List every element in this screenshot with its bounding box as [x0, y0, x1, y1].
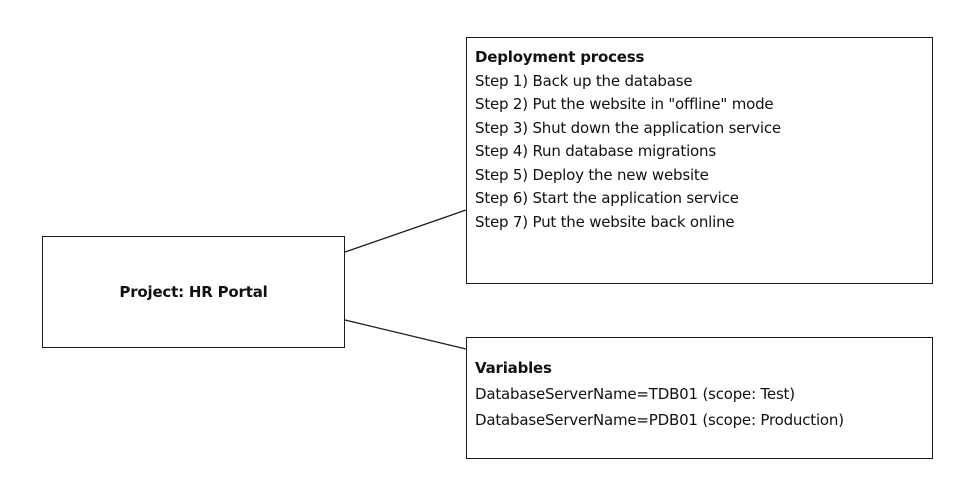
deployment-step: Step 6) Start the application service	[475, 189, 739, 207]
connector-project-to-variables	[344, 319, 467, 350]
connector-project-to-deployment	[344, 209, 467, 253]
deployment-step: Step 4) Run database migrations	[475, 142, 716, 160]
variables-title: Variables	[475, 359, 552, 377]
deployment-process-box: Deployment process Step 1) Back up the d…	[466, 37, 933, 284]
variable-entry: DatabaseServerName=TDB01 (scope: Test)	[475, 385, 795, 403]
project-title: Project: HR Portal	[119, 283, 268, 301]
deployment-step: Step 7) Put the website back online	[475, 212, 735, 231]
project-box: Project: HR Portal	[42, 236, 345, 348]
deployment-step: Step 5) Deploy the new website	[475, 165, 709, 184]
deployment-step: Step 2) Put the website in "offline" mod…	[475, 95, 774, 113]
deployment-step: Step 3) Shut down the application servic…	[475, 118, 781, 137]
variable-entry: DatabaseServerName=PDB01 (scope: Product…	[475, 411, 844, 429]
deployment-process-title: Deployment process	[475, 48, 645, 66]
deployment-step: Step 1) Back up the database	[475, 71, 693, 90]
variables-box: Variables DatabaseServerName=TDB01 (scop…	[466, 337, 933, 459]
